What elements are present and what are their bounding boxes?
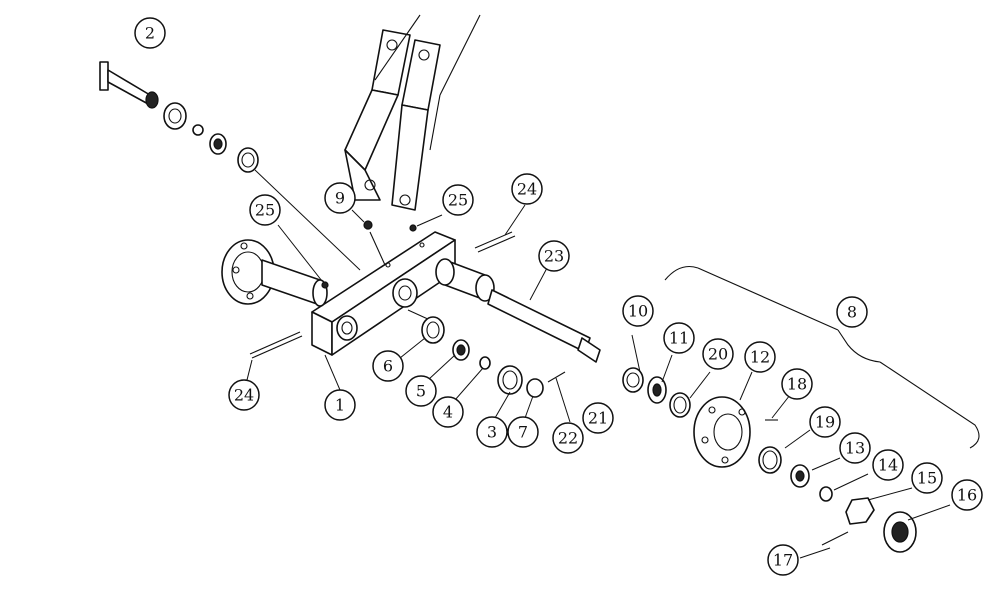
callout-23: 23 bbox=[538, 240, 570, 272]
bearing-stack-left bbox=[399, 309, 571, 423]
callout-11: 11 bbox=[663, 322, 695, 354]
svg-text:5: 5 bbox=[416, 382, 426, 401]
svg-text:3: 3 bbox=[487, 423, 497, 442]
callout-14: 14 bbox=[872, 449, 904, 481]
callout-25-left: 25 bbox=[249, 194, 281, 226]
callout-13: 13 bbox=[839, 432, 871, 464]
svg-text:19: 19 bbox=[815, 413, 835, 432]
svg-text:20: 20 bbox=[708, 345, 728, 364]
svg-text:18: 18 bbox=[787, 375, 807, 394]
axle-shaft bbox=[487, 267, 601, 363]
callout-21: 21 bbox=[582, 402, 614, 434]
callout-18: 18 bbox=[781, 368, 813, 400]
callout-10: 10 bbox=[622, 295, 654, 327]
callout-12: 12 bbox=[744, 341, 776, 373]
callout-22: 22 bbox=[552, 422, 584, 454]
svg-text:16: 16 bbox=[957, 486, 977, 505]
bolts bbox=[246, 204, 526, 381]
svg-text:11: 11 bbox=[669, 329, 689, 348]
callout-25-right: 25 bbox=[442, 184, 474, 216]
spindle-assembly bbox=[99, 61, 361, 271]
callout-16: 16 bbox=[951, 479, 983, 511]
svg-text:2: 2 bbox=[145, 24, 155, 43]
upper-frame-arms bbox=[344, 14, 481, 211]
svg-text:25: 25 bbox=[448, 191, 468, 210]
callout-1: 1 bbox=[324, 389, 356, 421]
callout-5: 5 bbox=[405, 375, 437, 407]
callout-2: 2 bbox=[134, 17, 166, 49]
svg-text:7: 7 bbox=[518, 423, 528, 442]
small-nuts bbox=[277, 209, 443, 289]
callout-3: 3 bbox=[476, 416, 508, 448]
callout-17: 17 bbox=[767, 544, 799, 576]
svg-text:24: 24 bbox=[517, 180, 537, 199]
svg-text:22: 22 bbox=[558, 429, 578, 448]
svg-text:17: 17 bbox=[773, 551, 793, 570]
svg-text:25: 25 bbox=[255, 201, 275, 220]
svg-text:24: 24 bbox=[234, 386, 254, 405]
callout-20: 20 bbox=[702, 338, 734, 370]
callout-15: 15 bbox=[911, 462, 943, 494]
svg-text:15: 15 bbox=[917, 469, 937, 488]
svg-text:21: 21 bbox=[588, 409, 608, 428]
callout-24-bottom: 24 bbox=[228, 379, 260, 411]
svg-text:4: 4 bbox=[443, 403, 453, 422]
svg-text:13: 13 bbox=[845, 439, 865, 458]
callout-19: 19 bbox=[809, 406, 841, 438]
svg-text:9: 9 bbox=[335, 189, 345, 208]
svg-text:10: 10 bbox=[628, 302, 648, 321]
svg-text:14: 14 bbox=[878, 456, 898, 475]
callout-8: 8 bbox=[836, 296, 868, 328]
svg-text:6: 6 bbox=[383, 357, 393, 376]
svg-text:1: 1 bbox=[335, 396, 345, 415]
callout-7: 7 bbox=[507, 416, 539, 448]
svg-text:12: 12 bbox=[750, 348, 770, 367]
hub-assembly bbox=[622, 265, 980, 559]
svg-text:23: 23 bbox=[544, 247, 564, 266]
svg-text:8: 8 bbox=[847, 303, 857, 322]
callout-6: 6 bbox=[372, 350, 404, 382]
callout-4: 4 bbox=[432, 396, 464, 428]
axle-beam bbox=[221, 231, 495, 391]
callout-24-top: 24 bbox=[511, 173, 543, 205]
callout-9: 9 bbox=[324, 182, 356, 214]
